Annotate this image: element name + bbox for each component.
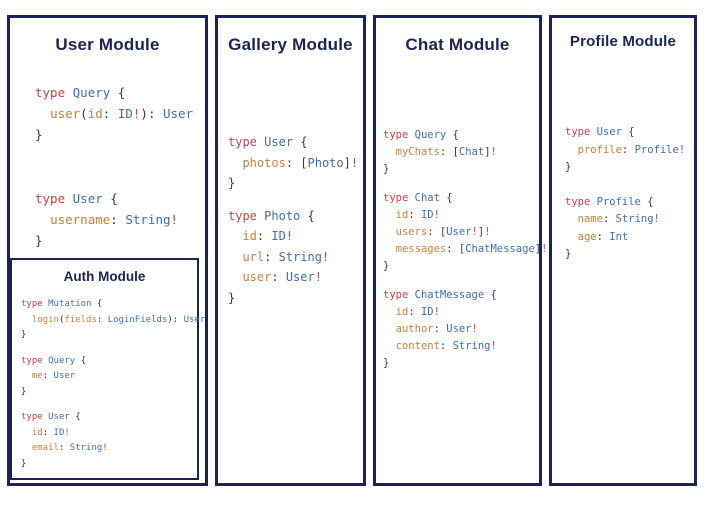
panel-title-profile-module: Profile Module — [569, 33, 677, 50]
code-block: type ChatMessage { id: ID! author: User!… — [383, 287, 539, 372]
panel-title-chat-module: Chat Module — [405, 35, 510, 54]
code-block: type Query { myChats: [Chat]!} — [383, 127, 539, 178]
code-line: myChats: [Chat]! — [395, 146, 497, 158]
code-block: type User { id: ID! email: String!} — [21, 410, 197, 472]
code-line: type Profile { — [565, 195, 654, 208]
code-line: username: String! — [50, 212, 179, 227]
code-line: profile: Profile! — [577, 143, 686, 156]
code-block: type Photo { id: ID! url: String! user: … — [228, 206, 363, 309]
code-line: } — [228, 176, 236, 190]
code-line: } — [21, 386, 27, 397]
code-line: name: String! — [577, 213, 660, 225]
code-block: type Query { user(id: ID!): User} — [35, 82, 205, 145]
code-line: } — [383, 357, 390, 369]
panel-title-gallery-module: Gallery Module — [228, 35, 353, 54]
code-line: login(fields: LoginFields): User — [31, 314, 206, 325]
panel-profile-module: Profile Module type User { profile: Prof… — [549, 15, 697, 486]
panel-auth-module: Auth Module type Mutation { login(fields… — [10, 258, 206, 480]
code-line: type ChatMessage { — [383, 289, 497, 301]
panel-user-module: User Module type Query { user(id: ID!): … — [7, 15, 208, 486]
code-chat-module: type Query { myChats: [Chat]!}type Chat … — [376, 127, 548, 372]
code-line: url: String! — [242, 249, 330, 264]
code-line: id: ID! — [395, 306, 440, 318]
code-line: } — [21, 458, 27, 469]
code-block: type User { username: String!} — [35, 188, 205, 251]
panel-gallery-module: Gallery Module type User { photos: [Phot… — [215, 15, 366, 486]
code-line: } — [35, 233, 43, 248]
code-line: type Mutation { — [21, 299, 103, 309]
code-line: photos: [Photo]! — [242, 155, 359, 170]
code-line: } — [21, 330, 27, 340]
code-line: } — [383, 163, 390, 175]
panel-chat-module: Chat Module type Query { myChats: [Chat]… — [373, 15, 548, 486]
code-block: type Mutation { login(fields: LoginField… — [21, 297, 206, 344]
code-profile-module: type User { profile: Profile!}type Profi… — [552, 124, 694, 264]
code-line: id: ID! — [242, 229, 294, 243]
code-line: user: User! — [242, 270, 322, 284]
code-line: users: [User!]! — [395, 226, 491, 238]
code-line: } — [383, 260, 390, 272]
code-line: type Photo { — [228, 208, 315, 223]
code-line: } — [565, 248, 572, 260]
code-auth-module: type Mutation { login(fields: LoginField… — [12, 297, 206, 472]
code-line: content: String! — [395, 340, 497, 352]
panel-title-user-module: User Module — [55, 35, 160, 54]
code-gallery-module: type User { photos: [Photo]!}type Photo … — [218, 132, 363, 308]
code-block: type Query { me: User} — [21, 354, 197, 401]
code-line: type Query { — [35, 85, 126, 100]
code-block: type Chat { id: ID! users: [User!]! mess… — [383, 190, 548, 275]
code-user-module: type Query { user(id: ID!): User}type Us… — [10, 82, 205, 251]
code-line: age: Int — [577, 230, 629, 243]
code-line: id: ID! — [31, 427, 70, 438]
code-line: type User { — [228, 135, 308, 149]
panel-title-auth-module: Auth Module — [63, 269, 146, 284]
code-line: type Chat { — [383, 192, 453, 204]
code-block: type User { photos: [Photo]!} — [228, 132, 363, 194]
code-line: email: String! — [31, 443, 108, 453]
code-line: user(id: ID!): User — [50, 106, 194, 121]
code-line: id: ID! — [395, 209, 440, 221]
code-line: type User { — [565, 126, 635, 138]
code-line: type Query { — [21, 355, 87, 366]
code-line: author: User! — [395, 323, 478, 335]
code-line: type User { — [35, 191, 118, 206]
code-line: type Query { — [383, 129, 459, 141]
code-line: type User { — [21, 412, 81, 422]
code-block: type Profile { name: String! age: Int} — [565, 194, 694, 264]
code-block: type User { profile: Profile!} — [565, 124, 694, 177]
code-line: me: User — [31, 371, 76, 381]
code-line: } — [228, 290, 236, 305]
code-line: messages: [ChatMessage]! — [395, 243, 548, 255]
code-line: } — [565, 161, 572, 173]
code-line: } — [35, 127, 43, 142]
